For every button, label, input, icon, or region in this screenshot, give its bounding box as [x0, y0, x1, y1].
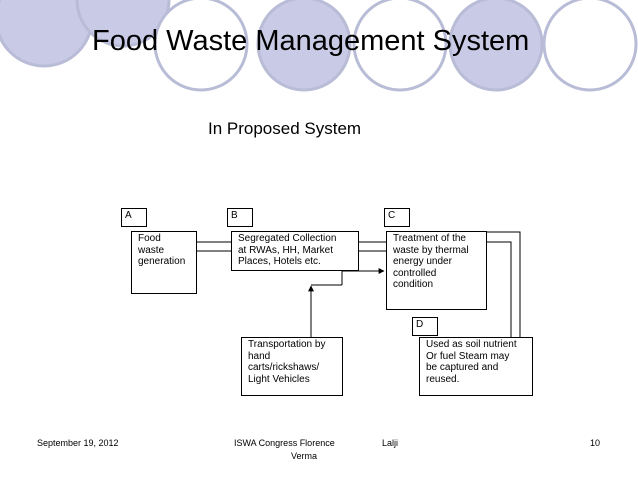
node-treatment: Treatment of the waste by thermal energy… — [386, 231, 487, 310]
label-b: B — [227, 208, 253, 227]
label-a: A — [121, 208, 147, 227]
footer-event: ISWA Congress Florence — [234, 438, 335, 448]
footer-author-first: Lalji — [382, 438, 399, 448]
slide-subtitle: In Proposed System — [208, 119, 362, 138]
label-c: C — [384, 208, 410, 227]
node-segregated-collection: Segregated Collection at RWAs, HH, Marke… — [231, 231, 359, 271]
decorative-circle — [75, 0, 171, 48]
decorative-circle — [256, 0, 352, 92]
decorative-circle — [153, 0, 249, 92]
decorative-circle — [448, 0, 544, 92]
decorative-circle — [352, 0, 448, 92]
footer-author-last: Verma — [291, 451, 318, 461]
node-transportation: Transportation by hand carts/rickshaws/ … — [241, 337, 343, 396]
footer-date: September 19, 2012 — [37, 438, 119, 448]
decorative-circle — [542, 0, 638, 92]
footer-page-number: 10 — [590, 438, 601, 448]
node-used-as-soil-nutrient: Used as soil nutrient Or fuel Steam may … — [419, 337, 533, 396]
node-food-waste-generation: Food waste generation — [131, 231, 197, 294]
slide-title: Food Waste Management System — [92, 25, 530, 57]
label-d: D — [412, 317, 438, 336]
